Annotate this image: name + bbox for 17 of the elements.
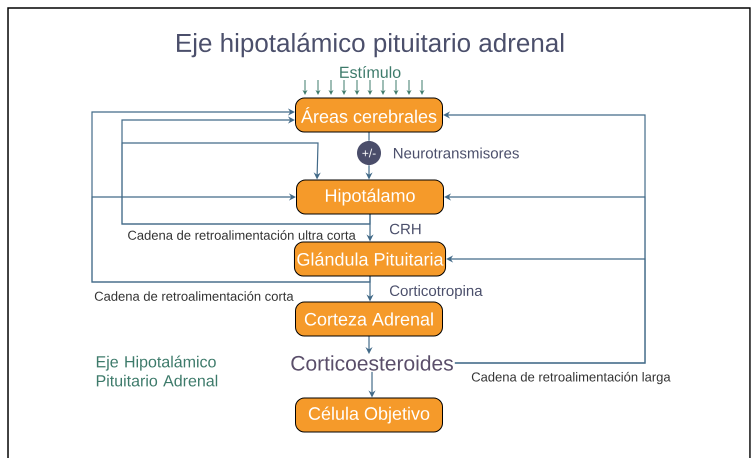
arrow: [121, 142, 371, 225]
edge-label: Cadena de retroalimentación corta: [93, 290, 295, 302]
hormone-label: Corticoesteroides: [291, 355, 453, 371]
title: Eje hipotalámico pituitario adrenal: [177, 32, 564, 58]
process-box: Glándula Pituitaria: [294, 242, 446, 276]
process-box: Célula Objetivo: [295, 398, 443, 432]
axis-label: Eje Hipotalámico Pituitario Adrenal: [96, 356, 218, 386]
process-box: Áreas cerebrales: [295, 98, 443, 132]
process-box: Corteza Adrenal: [295, 302, 443, 336]
arrow: [91, 193, 371, 283]
stimulus-label: Estímulo: [340, 66, 400, 78]
edge-label: Cadena de retroalimentación larga: [470, 370, 672, 386]
process-box: Hipotálamo: [296, 180, 444, 214]
edge-label: Corticotropina: [388, 284, 484, 300]
annotation-text: Neurotransmisores: [394, 148, 519, 158]
edge-label: Cadena de retroalimentación ultra corta: [126, 229, 357, 241]
edge-label: CRH: [388, 222, 423, 236]
